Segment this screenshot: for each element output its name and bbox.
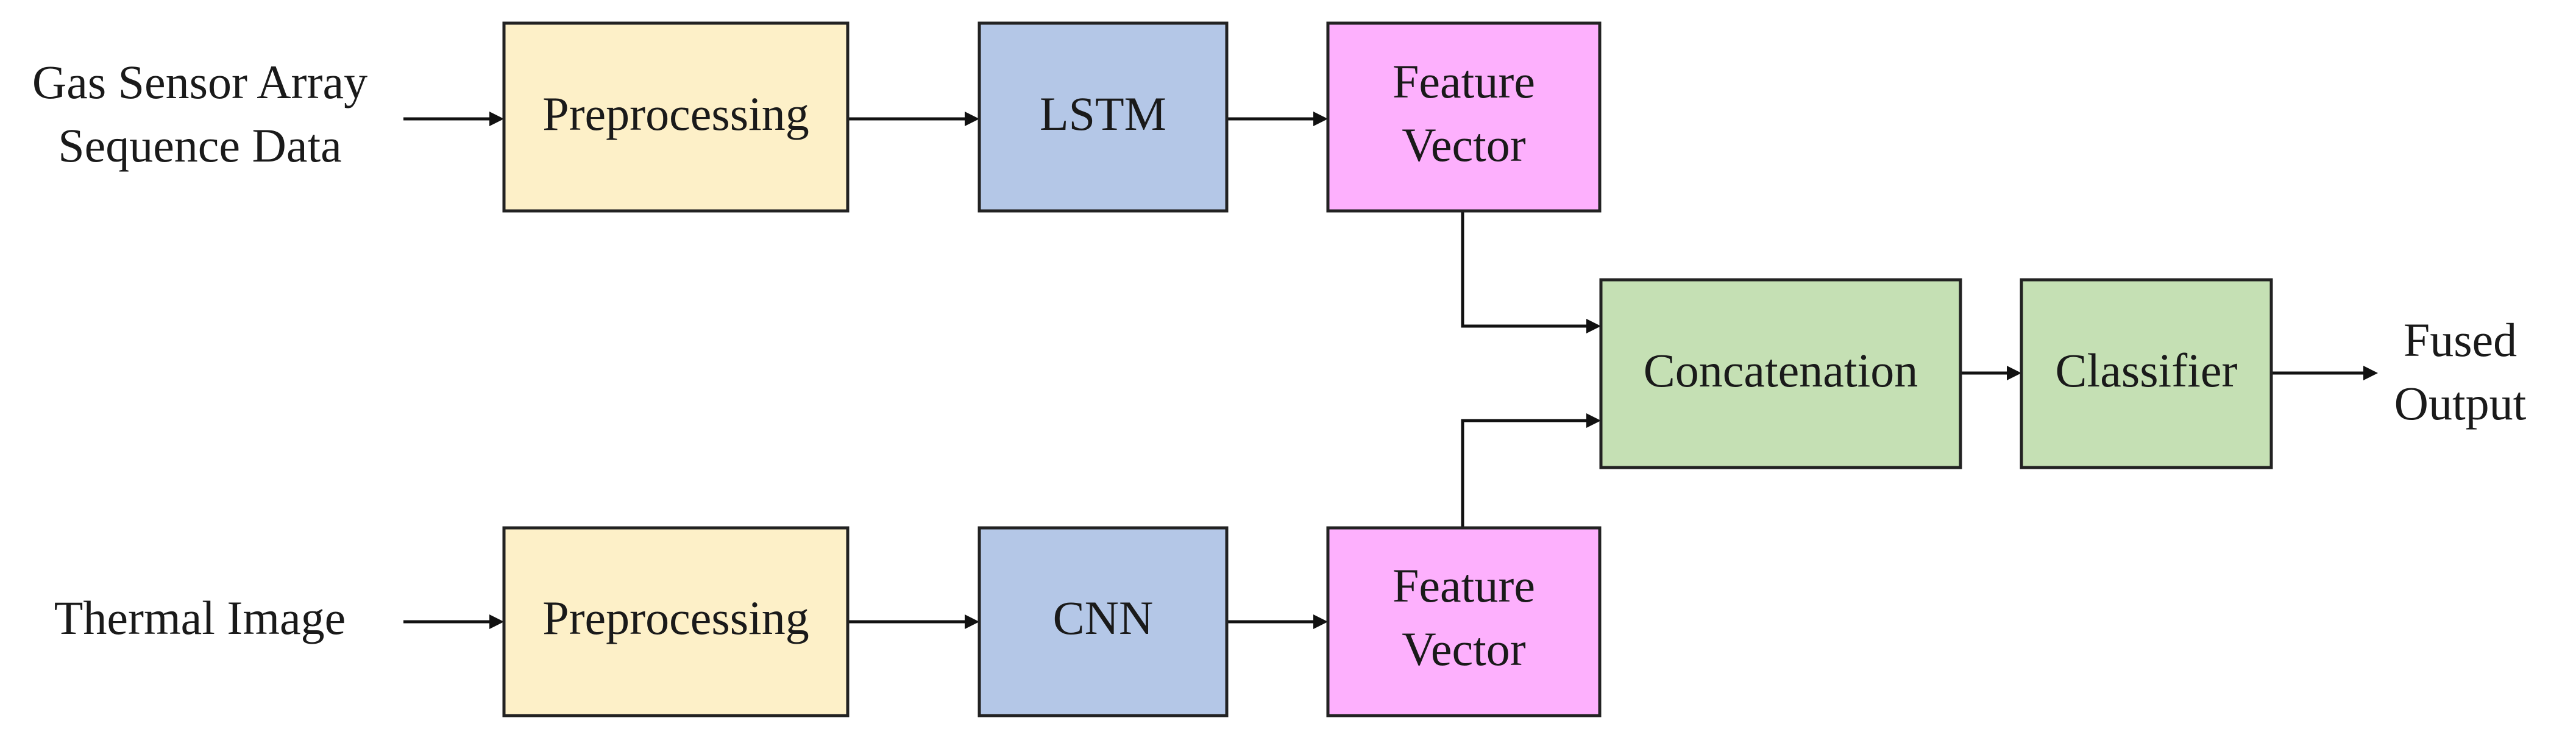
text-line: Fused xyxy=(2404,313,2517,366)
arrowhead-icon xyxy=(2007,366,2021,380)
connectors xyxy=(403,117,2365,624)
text-line: Preprocessing xyxy=(542,591,809,644)
bottom-feature-vector-box xyxy=(1326,526,1602,717)
text-line: CNN xyxy=(1053,591,1154,644)
text-line: LSTM xyxy=(1040,87,1166,140)
arrow-top-feature-to-concatenation xyxy=(1461,212,1588,328)
bottom-preprocessing-box xyxy=(502,526,850,717)
arrow-bottom-feature-to-concatenation xyxy=(1461,419,1588,527)
text-line: Vector xyxy=(1402,622,1526,675)
arrowhead-icon xyxy=(1313,614,1328,629)
nodes xyxy=(502,21,2273,717)
text-line: Sequence Data xyxy=(58,119,342,172)
concatenation-box xyxy=(1599,278,1962,469)
text-line: Feature xyxy=(1393,559,1535,612)
text-line: Vector xyxy=(1402,118,1526,171)
arrowhead-icon xyxy=(965,112,979,126)
arrowhead-icon xyxy=(1586,319,1601,333)
arrowheads xyxy=(489,112,2378,629)
cnn-box xyxy=(978,526,1229,717)
lstm-label: LSTM xyxy=(1040,87,1166,140)
classifier-box xyxy=(2020,278,2273,469)
text-line: Gas Sensor Array xyxy=(32,55,367,109)
text-line: Feature xyxy=(1393,55,1535,108)
text-line: Preprocessing xyxy=(542,87,809,140)
classifier-label: Classifier xyxy=(2056,344,2238,397)
text-line: Thermal Image xyxy=(54,591,346,644)
cnn-label: CNN xyxy=(1053,591,1154,644)
concatenation-label: Concatenation xyxy=(1644,344,1918,397)
arrowhead-icon xyxy=(2363,366,2378,380)
arrowhead-icon xyxy=(965,614,979,629)
top-preprocessing-label: Preprocessing xyxy=(542,87,809,140)
text-line: Classifier xyxy=(2056,344,2238,397)
arrowhead-icon xyxy=(489,614,504,629)
arrowhead-icon xyxy=(489,112,504,126)
top-preprocessing-box xyxy=(502,21,850,213)
arrowhead-icon xyxy=(1586,413,1601,428)
text-line: Output xyxy=(2394,377,2527,430)
top-feature-vector-box xyxy=(1326,21,1602,213)
text-line: Concatenation xyxy=(1644,344,1918,397)
lstm-box xyxy=(978,21,1229,213)
arrowhead-icon xyxy=(1313,112,1328,126)
thermal-image-input-label: Thermal Image xyxy=(54,591,346,644)
bottom-preprocessing-label: Preprocessing xyxy=(542,591,809,644)
